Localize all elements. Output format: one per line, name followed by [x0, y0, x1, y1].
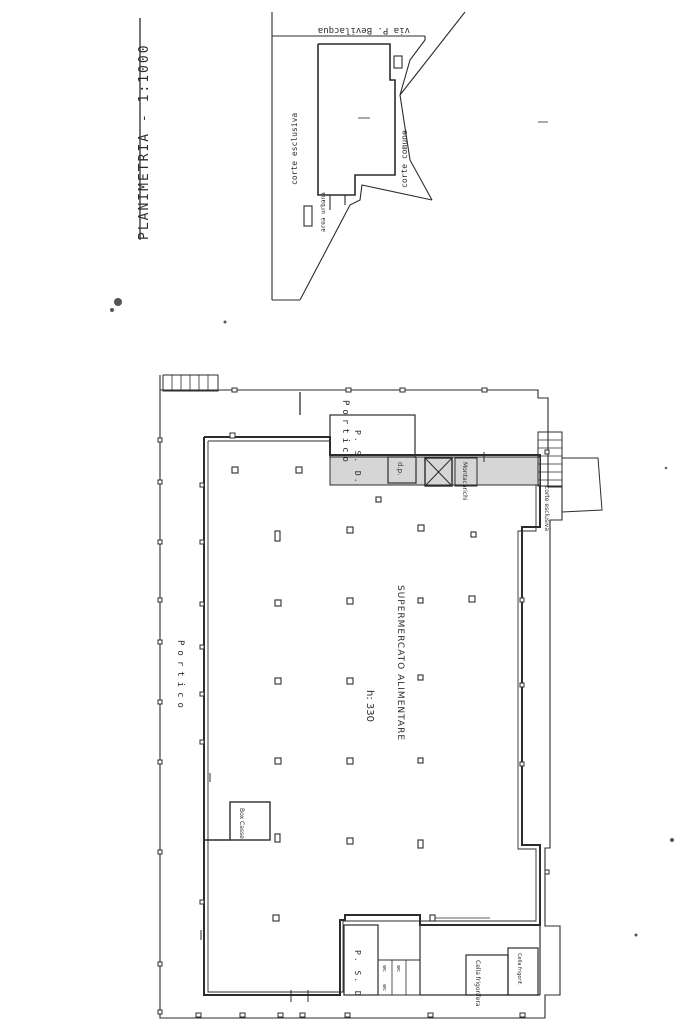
scan-specks: [110, 298, 674, 937]
dp-room: [387, 456, 417, 484]
corte-esclusiva-site-label: corte esclusiva: [290, 113, 299, 185]
cella-frigorifera-room: [465, 954, 509, 996]
drawing-title: PLANIMETRIA - 1:1000: [137, 43, 152, 240]
wc-label-3: wc: [381, 984, 387, 991]
cella-frigorifera-small-label: Cella frigorif.: [516, 953, 522, 985]
area-urbana-label: area urbana: [320, 192, 327, 232]
psd-bottom-label: P. S. D: [353, 950, 362, 998]
street-label: via P. Bevilacqua: [318, 25, 410, 35]
floor-plan: [159, 374, 603, 1019]
wc-label-1: wc: [381, 965, 387, 972]
stairs-top: [162, 374, 219, 392]
box-casse-label: Box Casse: [238, 808, 245, 839]
lift-shaft: [424, 457, 453, 487]
corridor-shade: [330, 457, 540, 485]
site-plan-labels: via P. Bevilacqua corte esclusiva corte …: [290, 25, 410, 232]
dp-label: d.p.: [396, 462, 404, 475]
portico-top-label: Portico: [340, 400, 350, 466]
cella-frigorifera-label: Cella frigorifera: [474, 960, 481, 1007]
corte-comune-site-label: corte comune: [400, 130, 409, 188]
wc-label-2: wc: [395, 965, 401, 972]
corte-esclusiva-label: corte esclusiva: [543, 486, 550, 531]
montacarichi-label: Montacarichi: [461, 462, 468, 501]
floor-plan-labels: Portico Portico P. S. D. d.p. Montacaric…: [175, 400, 550, 1007]
interior-columns: [231, 466, 477, 922]
perimeter-posts: [157, 387, 550, 1018]
site-plan: [271, 11, 548, 301]
portico-left-label: Portico: [175, 640, 185, 713]
cella-frigorifera-small-room: [507, 947, 539, 996]
psd-top-label: P. S. D.: [353, 430, 362, 485]
title-block: PLANIMETRIA - 1:1000: [137, 18, 152, 240]
main-room-label: SUPERMERCATO ALIMENTARE: [395, 585, 405, 741]
height-label: h: 330: [364, 690, 375, 722]
east-stairs: [537, 431, 563, 487]
box-casse-room: [229, 801, 271, 841]
